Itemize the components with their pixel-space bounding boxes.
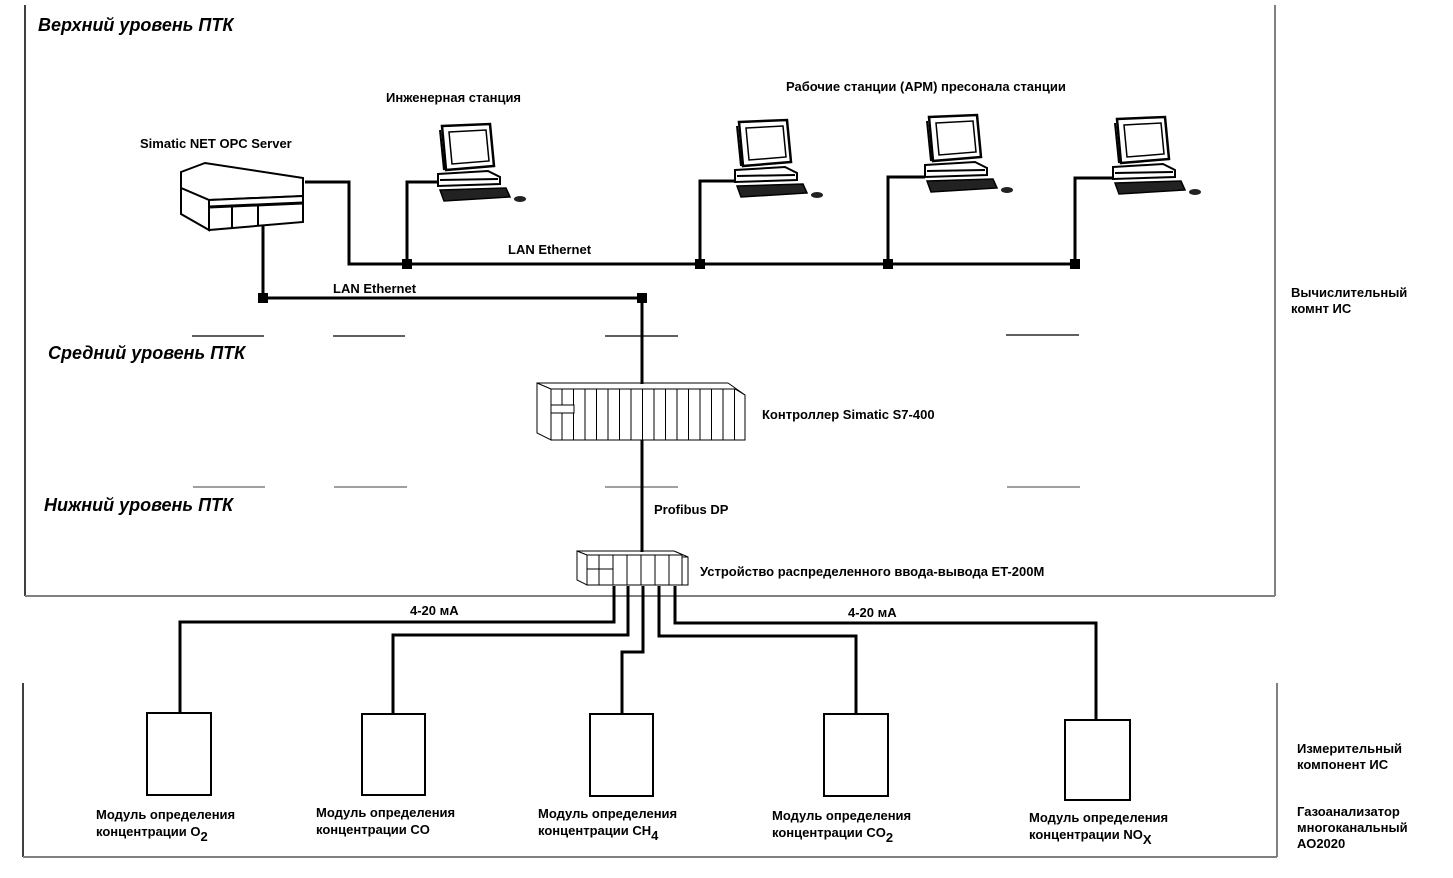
module-label-co: Модуль определения концентрации CO: [316, 804, 455, 838]
module-formula-subscript: 4: [651, 828, 659, 843]
lan-lower-taps: [258, 293, 647, 303]
module-label-o2: Модуль определения концентрации O2: [96, 806, 236, 843]
module-co-box: [361, 713, 426, 796]
lan-upper-taps: [402, 259, 1080, 269]
module-label-co2: Модуль определения концентрации CO2: [772, 807, 912, 844]
module-formula-subscript: X: [1142, 832, 1152, 847]
et200m-label: Устройство распределенного ввода-вывода …: [700, 564, 1045, 579]
level-title-middle: Средний уровень ПТК: [48, 343, 246, 363]
opc-server-label: Simatic NET OPC Server: [140, 136, 292, 151]
measuring-frame: [22, 683, 1278, 858]
module-label-line2: концентрации O2: [96, 823, 235, 843]
module-o2-box: [146, 712, 212, 796]
operator-stations-label: Рабочие станции (АРМ) пресонала станции: [786, 79, 1066, 94]
opc-server-icon: [180, 161, 304, 232]
module-boxes: [146, 712, 1131, 801]
signal-right-label: 4-20 мА: [848, 605, 897, 620]
module-label-nox: Модуль определения концентрации NOX: [1029, 809, 1169, 846]
module-label-line1: Модуль определения: [1029, 810, 1169, 825]
module-label-line2: концентрации CO: [316, 821, 455, 838]
module-label-line1: Модуль определения: [96, 807, 236, 822]
module-label-line1: Модуль определения: [538, 806, 678, 821]
module-formula: концентрации CH: [538, 823, 652, 838]
module-formula: концентрации O: [96, 824, 201, 839]
computing-component-label: Вычислительный комнт ИС: [1291, 285, 1407, 317]
lan-lower-bus: [261, 222, 644, 552]
module-formula-subscript: 2: [200, 829, 208, 844]
engineering-station-icon: [437, 122, 526, 202]
computing-line-2: комнт ИС: [1291, 301, 1352, 316]
measuring-line-2: компонент ИС: [1297, 757, 1389, 772]
module-nox-box: [1064, 719, 1131, 801]
signal-lines: [178, 586, 1098, 720]
et200m-icon: [576, 550, 689, 586]
module-label-line2: концентрации NOX: [1029, 826, 1168, 846]
engineering-station-label: Инженерная станция: [386, 90, 522, 105]
operator-station-3-icon: [1112, 115, 1201, 195]
lan-upper-label: LAN Ethernet: [508, 242, 592, 257]
profibus-label: Profibus DP: [654, 502, 729, 517]
lan-lower-label: LAN Ethernet: [333, 281, 417, 296]
module-formula: концентрации CO: [772, 825, 886, 840]
controller-s7-400-icon: [536, 382, 746, 441]
module-label-line2: концентрации CO2: [772, 824, 911, 844]
analyzer-line-2: многоканальный: [1297, 820, 1408, 835]
module-formula: концентрации CO: [316, 822, 430, 837]
analyzer-label: Газоанализатор многоканальный АО2020: [1297, 804, 1408, 852]
module-label-ch4: Модуль определения концентрации CH4: [538, 805, 678, 842]
level-title-bottom: Нижний уровень ПТК: [44, 495, 234, 515]
computing-frame: [24, 5, 1276, 597]
module-label-line2: концентрации CH4: [538, 822, 677, 842]
level-separator-upper: [192, 334, 1079, 337]
module-label-line1: Модуль определения: [772, 808, 912, 823]
analyzer-line-1: Газоанализатор: [1297, 804, 1400, 819]
operator-station-2-icon: [924, 113, 1013, 193]
module-co2-box: [823, 713, 889, 797]
module-formula: концентрации NO: [1029, 827, 1143, 842]
level-title-top: Верхний уровень ПТК: [38, 15, 234, 35]
controller-label: Контроллер Simatic S7-400: [762, 407, 935, 422]
computing-line-1: Вычислительный: [1291, 285, 1408, 300]
measuring-line-1: Измерительный: [1297, 741, 1403, 756]
module-ch4-box: [589, 713, 654, 797]
analyzer-line-3: АО2020: [1297, 836, 1346, 851]
module-label-line1: Модуль определения: [316, 805, 456, 820]
signal-left-label: 4-20 мА: [410, 603, 459, 618]
operator-station-1-icon: [734, 118, 823, 198]
measuring-component-label: Измерительный компонент ИС: [1297, 741, 1402, 773]
lan-upper-bus: [305, 175, 1113, 266]
module-formula-subscript: 2: [885, 830, 894, 845]
